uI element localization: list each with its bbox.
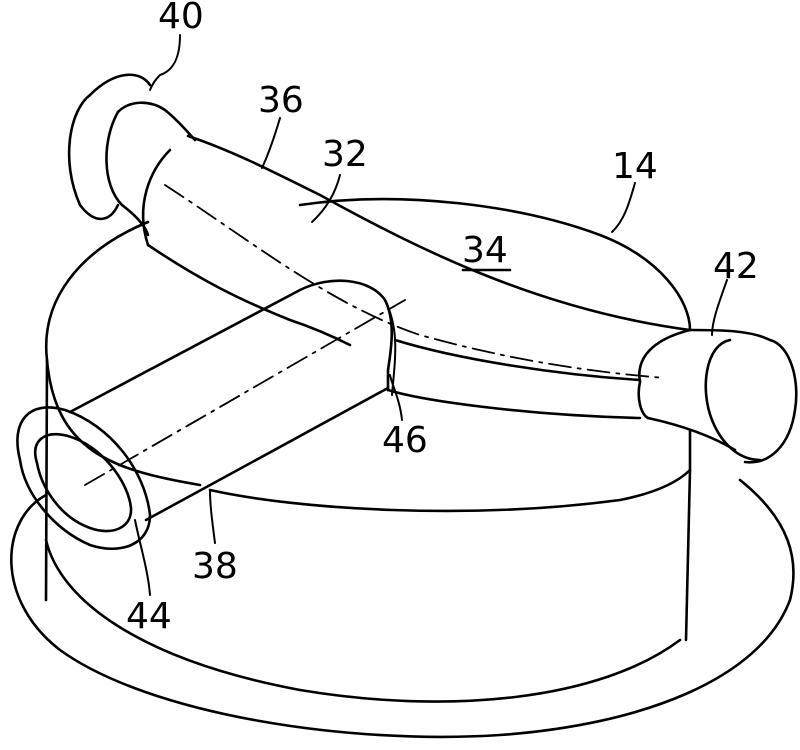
cylinder-body xyxy=(44,197,692,642)
label-34: 34 xyxy=(462,230,508,271)
label-36: 36 xyxy=(258,80,304,121)
label-40: 40 xyxy=(158,0,204,37)
leader-lines xyxy=(134,34,728,596)
center-lines xyxy=(84,184,666,486)
reference-labels: 40 36 32 14 34 42 46 38 44 xyxy=(126,0,759,637)
label-44: 44 xyxy=(126,596,172,637)
pipe-upper xyxy=(67,73,692,382)
base-plate xyxy=(10,478,795,739)
label-42: 42 xyxy=(713,246,759,287)
pipe-lower xyxy=(16,279,397,550)
label-14: 14 xyxy=(612,146,658,187)
label-38: 38 xyxy=(192,546,238,587)
label-46: 46 xyxy=(382,420,428,461)
label-32: 32 xyxy=(322,134,368,175)
pipe-end-right xyxy=(637,328,798,464)
